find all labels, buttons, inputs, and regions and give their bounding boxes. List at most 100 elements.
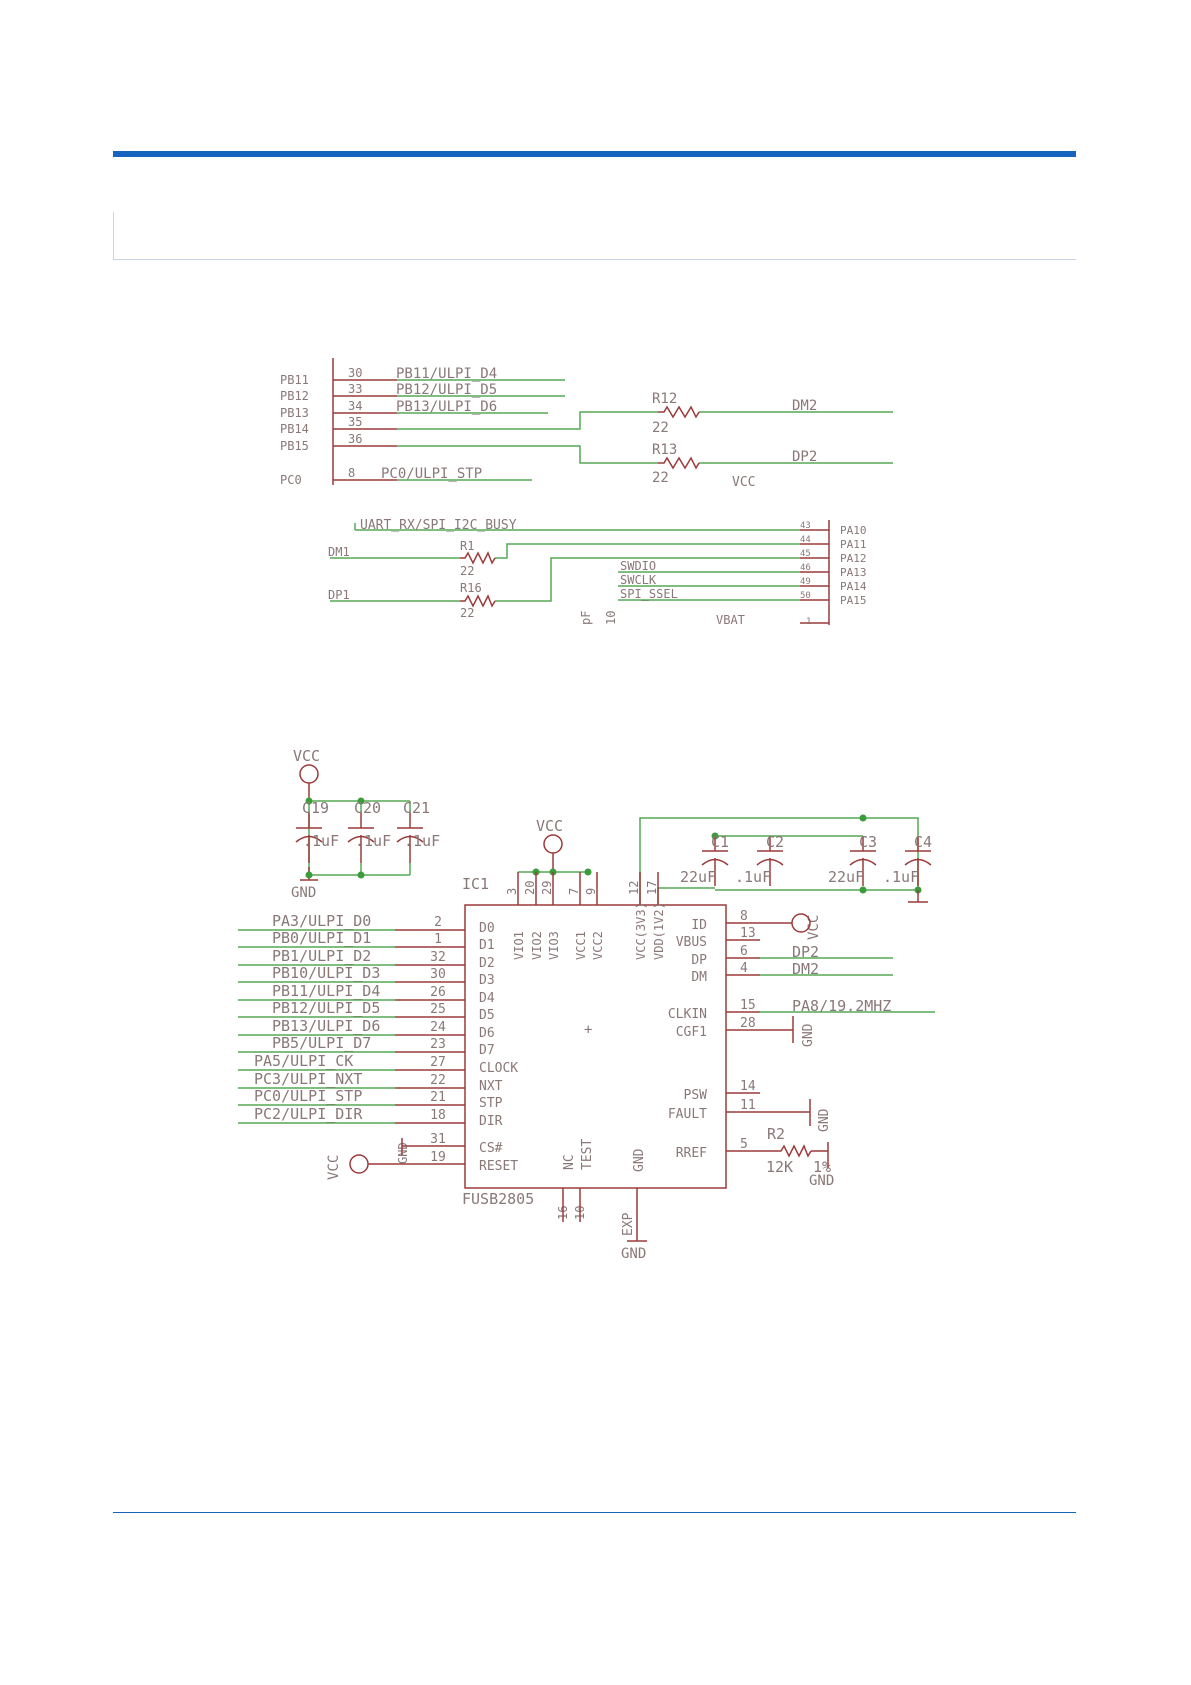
section-heading-box: [113, 212, 1076, 260]
pin-name: VIO3: [547, 931, 561, 960]
pin-name: DP: [691, 953, 707, 968]
net-label: PA8/19.2MHZ: [792, 997, 891, 1015]
label-fragment: pF: [579, 611, 593, 625]
pin-number: 32: [430, 950, 446, 965]
pin-name: CGF1: [676, 1025, 707, 1040]
pin-name: CLKIN: [668, 1007, 707, 1022]
vcc-label: VCC: [326, 1155, 342, 1180]
resistor-ref: R2: [767, 1125, 785, 1143]
pin-name: DM: [691, 970, 707, 985]
pin-name: D3: [479, 973, 495, 988]
header-rule: [113, 151, 1076, 157]
pin-number: 25: [430, 1002, 446, 1017]
pin-number: 11: [740, 1098, 756, 1113]
pin-number: 8: [740, 909, 748, 924]
pin-number: 50: [800, 591, 811, 601]
pin-number: 27: [430, 1055, 446, 1070]
net-label: DP2: [792, 943, 819, 961]
pin-number: 4: [740, 961, 748, 976]
net-label: PB0/ULPI_D1: [272, 929, 371, 947]
pin-number: 18: [430, 1108, 446, 1123]
resistor-tolerance: 1%: [813, 1158, 831, 1176]
pin-name: D0: [479, 921, 495, 936]
net-label: DM1: [328, 545, 350, 559]
pin-name: VBUS: [676, 935, 707, 950]
cap-value: .1uF: [303, 832, 339, 850]
gnd-label: GND: [291, 885, 316, 901]
pin-number: 30: [430, 967, 446, 982]
pin-name: DIR: [479, 1114, 503, 1129]
pin-number: 46: [800, 563, 811, 573]
vcc-symbol: [543, 834, 563, 854]
port-label: PA11: [840, 538, 867, 551]
resistor-ref: R16: [460, 581, 482, 595]
gnd-label: GND: [809, 1173, 834, 1189]
pin-number: 45: [800, 549, 811, 559]
pin-number: 9: [584, 888, 598, 895]
pin-name: D7: [479, 1043, 495, 1058]
pin-number: 14: [740, 1079, 756, 1094]
pin-name: D5: [479, 1008, 495, 1023]
pin-name: NXT: [479, 1079, 503, 1094]
pin-number: 20: [523, 881, 537, 895]
cap-ref: C3: [859, 833, 877, 851]
net-label: PB1/ULPI_D2: [272, 947, 371, 965]
pin-number: 8: [348, 466, 355, 480]
resistor-ref: R1: [460, 539, 474, 553]
pin-number: 19: [430, 1150, 446, 1165]
resistor-ref: R12: [652, 391, 677, 407]
cap-ref: C1: [711, 833, 729, 851]
net-label: PA5/ULPI_CK: [254, 1052, 353, 1070]
pin-name: EXP: [621, 1212, 636, 1236]
ic1-body: [464, 904, 727, 1189]
cap-value: .1uF: [735, 868, 771, 886]
net-label: DP1: [328, 588, 350, 602]
net-label: PB10/ULPI_D3: [272, 964, 380, 982]
net-label: PC3/ULPI_NXT: [254, 1070, 362, 1088]
port-label: PA13: [840, 566, 867, 579]
pin-name: VCC1: [574, 931, 588, 960]
port-label: PA15: [840, 594, 867, 607]
net-label: PC0/ULPI_STP: [381, 466, 482, 482]
vcc-label: VCC: [536, 817, 563, 835]
gnd-label: GND: [801, 1023, 816, 1047]
net-label: DM2: [792, 960, 819, 978]
pin-number: 12: [627, 881, 641, 895]
cap-ref: C4: [914, 833, 932, 851]
pin-name: VIO1: [512, 931, 526, 960]
pin-number: 21: [430, 1090, 446, 1105]
pin-name: RREF: [676, 1146, 707, 1161]
pin-number: 2: [434, 915, 442, 930]
pin-number: 49: [800, 577, 811, 587]
pin-name: D4: [479, 991, 495, 1006]
pin-number: 36: [348, 432, 362, 446]
label-fragment: 10: [604, 611, 618, 625]
port-label: PB13: [280, 406, 309, 420]
pin-name: NC: [562, 1154, 577, 1170]
pin-number: 15: [740, 998, 756, 1013]
gnd-label: GND: [396, 1142, 410, 1164]
net-label: DM2: [792, 398, 817, 414]
pin-number: 1: [806, 617, 811, 627]
pin-number: 33: [348, 382, 362, 396]
pin-number: 6: [740, 944, 748, 959]
net-label: PB5/ULPI_D7: [272, 1034, 371, 1052]
resistor-value: 22: [460, 564, 474, 578]
vcc-label: VCC: [293, 747, 320, 765]
pin-name: STP: [479, 1096, 503, 1111]
pin-number: 24: [430, 1020, 446, 1035]
net-label: PC0/ULPI_STP: [254, 1087, 362, 1105]
pin-name: D6: [479, 1026, 495, 1041]
pin-name: CLOCK: [479, 1061, 518, 1076]
pin-number: 28: [740, 1016, 756, 1031]
port-label: PA14: [840, 580, 867, 593]
resistor-value: 22: [652, 470, 669, 486]
net-label: PB13/ULPI_D6: [272, 1017, 380, 1035]
pin-name: VCC2: [591, 931, 605, 960]
port-label: PA12: [840, 552, 867, 565]
pin-number: 35: [348, 415, 362, 429]
pin-number: 17: [645, 881, 659, 895]
